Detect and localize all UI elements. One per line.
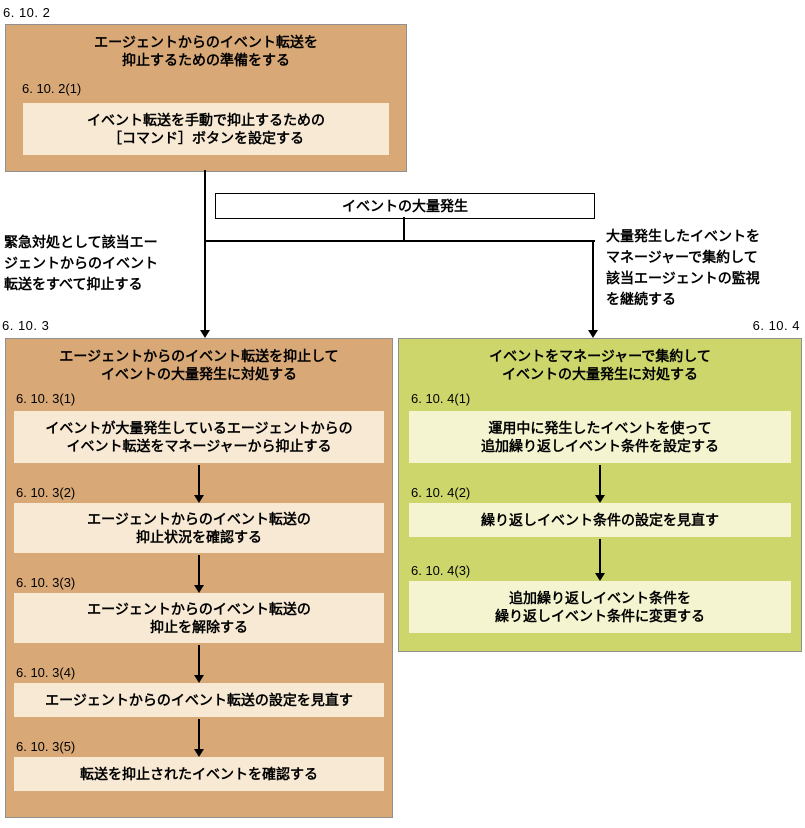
flow-arrow [194, 645, 204, 683]
prep-flow-title: エージェントからのイベント転送を 抑止するための準備をする [94, 34, 318, 69]
flow-arrow [595, 465, 605, 503]
flow-arrow [194, 555, 204, 593]
flow-connector-arrow-left [200, 170, 210, 338]
flow-arrow [595, 539, 605, 581]
step-box-6-10-3-3: エージェントからのイベント転送の 抑止を解除する [14, 593, 384, 643]
step-box-6-10-3-5: 転送を抑止されたイベントを確認する [14, 757, 384, 791]
step-box-6-10-4-1: 運用中に発生したイベントを使って 追加繰り返しイベント条件を設定する [409, 411, 791, 463]
consolidate-flow-box: イベントをマネージャーで集約して イベントの大量発生に対処する 6. 10. 4… [398, 338, 802, 652]
step-label-6-10-3-2: 6. 10. 3(2) [16, 485, 76, 500]
step-label-6-10-3-5: 6. 10. 3(5) [16, 739, 76, 754]
step-box-6-10-3-4: エージェントからのイベント転送の設定を見直す [14, 683, 384, 717]
step-box-6-10-4-2: 繰り返しイベント条件の設定を見直す [409, 503, 791, 537]
suppress-flow-title: エージェントからのイベント転送を抑止して イベントの大量発生に対処する [59, 348, 339, 383]
step-label-6-10-3-3: 6. 10. 3(3) [16, 575, 76, 590]
suppress-flow-box: エージェントからのイベント転送を抑止して イベントの大量発生に対処する 6. 1… [5, 338, 393, 818]
step-box-6-10-3-2: エージェントからのイベント転送の 抑止状況を確認する [14, 503, 384, 553]
flow-connector-arrow-right [588, 242, 598, 338]
step-label-6-10-3-4: 6. 10. 3(4) [16, 665, 76, 680]
branch-horizontal-line [204, 240, 595, 242]
right-branch-note: 大量発生したイベントを マネージャーで集約して 該当エージェントの監視 を継続す… [606, 228, 760, 307]
step-box-6-10-3-1: イベントが大量発生しているエージェントからの イベント転送をマネージャーから抑止… [14, 411, 384, 463]
left-branch-note: 緊急対処として該当エー ジェントからのイベント 転送をすべて抑止する [4, 234, 158, 292]
step-label-6-10-3-1: 6. 10. 3(1) [16, 391, 76, 406]
section-label-6-10-2: 6. 10. 2 [3, 5, 51, 20]
event-storm-box: イベントの大量発生 [215, 193, 595, 219]
step-label-6-10-2-1: 6. 10. 2(1) [22, 81, 82, 96]
flow-arrow [194, 719, 204, 757]
consolidate-flow-title: イベントをマネージャーで集約して イベントの大量発生に対処する [489, 348, 711, 383]
step-label-6-10-4-1: 6. 10. 4(1) [411, 391, 471, 406]
step-box-6-10-4-3: 追加繰り返しイベント条件を 繰り返しイベント条件に変更する [409, 581, 791, 633]
step-label-6-10-4-2: 6. 10. 4(2) [411, 485, 471, 500]
prep-flow-box: エージェントからのイベント転送を 抑止するための準備をする 6. 10. 2(1… [5, 24, 407, 172]
section-label-6-10-3: 6. 10. 3 [2, 318, 50, 333]
flow-arrow [194, 465, 204, 503]
connector-stub-line [403, 217, 405, 241]
step-label-6-10-4-3: 6. 10. 4(3) [411, 563, 471, 578]
section-label-6-10-4: 6. 10. 4 [752, 318, 800, 333]
step-box-6-10-2-1: イベント転送を手動で抑止するための ［コマンド］ボタンを設定する [23, 103, 389, 155]
